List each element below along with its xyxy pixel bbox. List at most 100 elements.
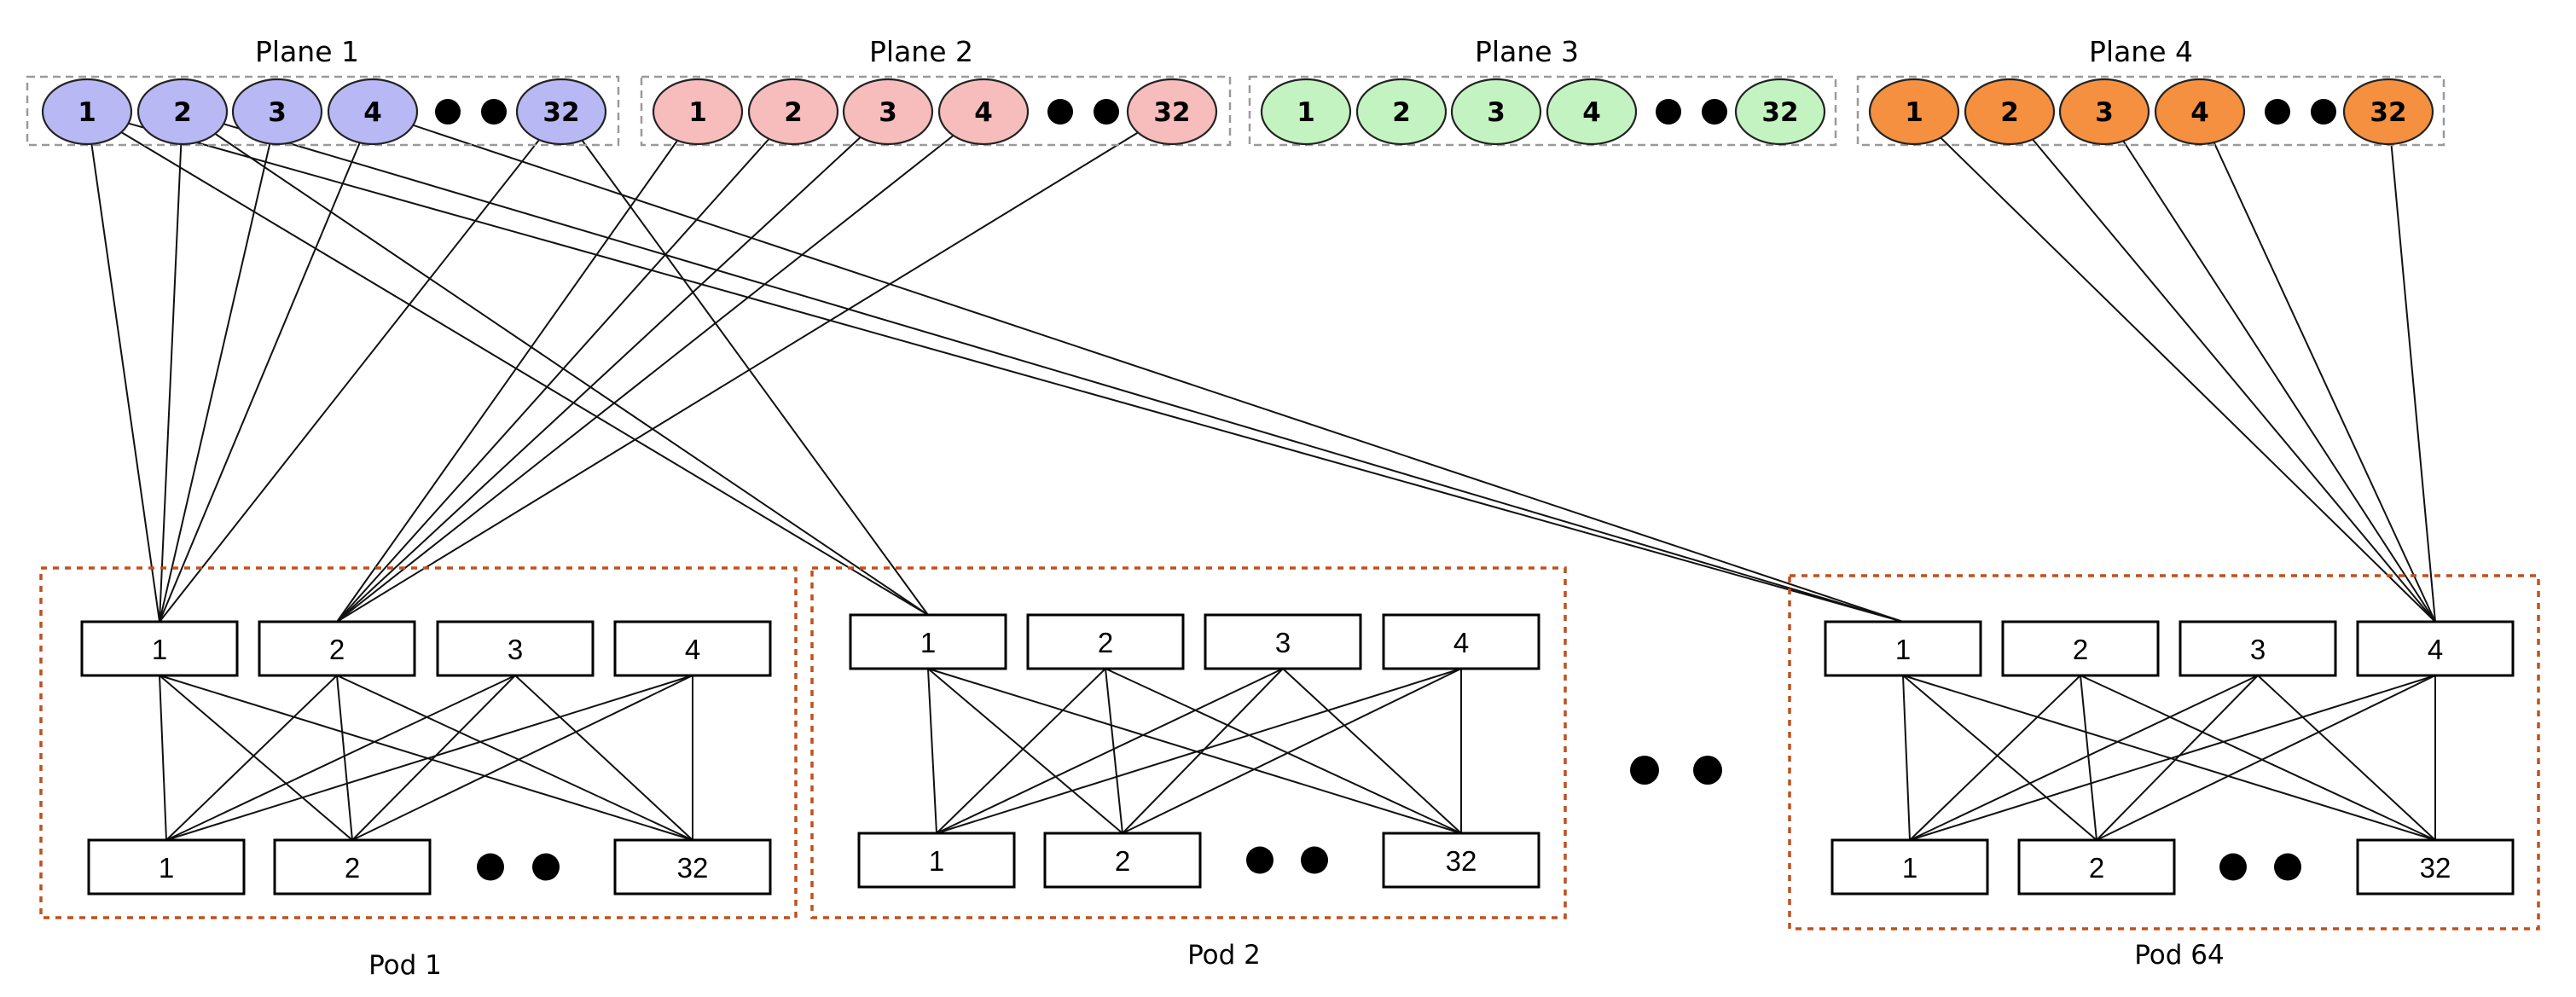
link-plane1-pod64 [372, 111, 1904, 623]
fabric-switch: 4 [2356, 620, 2515, 677]
spine-node: 4 [1546, 78, 1638, 146]
spine-node: 2 [747, 78, 839, 146]
ellipsis-dot [1246, 846, 1273, 874]
spine-node-label: 3 [1487, 97, 1506, 128]
link-pod-mesh [165, 675, 516, 841]
ellipsis-dot [477, 853, 504, 881]
spine-node: 32 [2342, 78, 2434, 146]
rack-switch-box [2017, 838, 2176, 896]
link-plane1-pod2 [86, 111, 929, 616]
fabric-switch: 2 [2001, 620, 2160, 677]
fabric-switch: 2 [258, 620, 416, 677]
ellipsis-dot [1693, 756, 1722, 785]
link-pod-mesh [514, 675, 693, 841]
spine-node-label: 4 [2190, 97, 2209, 128]
link-plane2-pod1 [336, 111, 984, 623]
spine-node-label: 3 [268, 97, 287, 128]
fabric-switch-box [2356, 620, 2515, 677]
fabric-switch-box [436, 620, 595, 677]
fabric-switch-box [80, 620, 239, 677]
plane-box [1248, 75, 1837, 147]
ellipsis-dot [435, 99, 461, 125]
link-plane4-pod64 [2199, 111, 2436, 623]
fabric-switch-label: 3 [508, 634, 523, 665]
rack-switch: 32 [1382, 832, 1540, 889]
rack-switch: 1 [87, 838, 246, 896]
link-pod-mesh [927, 668, 937, 834]
spine-node-ellipse [2058, 78, 2150, 146]
link-plane2-pod1 [336, 111, 889, 623]
spine-node-ellipse [1260, 78, 1352, 146]
rack-switch: 32 [2356, 838, 2515, 896]
rack-switch-label: 2 [1115, 845, 1130, 877]
rack-switch-label: 32 [1446, 845, 1477, 877]
link-pod-mesh [1902, 675, 2097, 841]
spine-node-label: 1 [78, 97, 96, 128]
ellipsis-dot [2265, 99, 2290, 125]
rack-switch-box [1043, 832, 1202, 889]
spine-node-ellipse [842, 78, 934, 146]
link-pod-mesh [351, 675, 516, 841]
spine-node-ellipse [1546, 78, 1638, 146]
link-pod-mesh [2080, 675, 2436, 841]
plane-box [26, 75, 620, 147]
plane-box [1856, 75, 2445, 147]
spine-node: 2 [1964, 78, 2056, 146]
ellipsis-dot [481, 99, 507, 125]
rack-switch-label: 32 [677, 852, 709, 884]
fabric-switch-box [1382, 613, 1540, 670]
spine-node-ellipse [231, 78, 323, 146]
plane-title: Plane 1 [255, 35, 359, 68]
rack-switch-box [87, 838, 246, 896]
link-pod-mesh [159, 675, 353, 841]
link-pod-mesh [2096, 675, 2436, 841]
rack-switch-box [273, 838, 432, 896]
plane-title: Plane 4 [2089, 35, 2193, 68]
link-plane1-pod1 [159, 111, 562, 623]
link-plane1-pod1 [159, 111, 374, 623]
spine-node-label: 2 [2000, 97, 2019, 128]
spine-node: 3 [2058, 78, 2150, 146]
link-pod-mesh [336, 675, 693, 841]
fabric-switch: 4 [1382, 613, 1540, 670]
spine-node-label: 3 [2095, 97, 2114, 128]
fabric-switch: 4 [613, 620, 772, 677]
spine-node: 2 [1355, 78, 1448, 146]
spine-node: 3 [231, 78, 323, 146]
spine-node-label: 1 [1905, 97, 1923, 128]
rack-switch-label: 2 [2089, 852, 2104, 884]
fabric-switch-box [1026, 613, 1185, 670]
fabric-switch: 1 [849, 613, 1007, 670]
spine-node: 2 [136, 78, 229, 146]
ellipsis-dot [1630, 756, 1659, 785]
ellipsis-dot [1094, 99, 1119, 125]
link-pod-mesh [927, 668, 1123, 834]
spine-node-ellipse [2342, 78, 2434, 146]
fabric-switch: 3 [2179, 620, 2337, 677]
spine-node: 4 [2154, 78, 2246, 146]
spine-node-label: 2 [784, 97, 803, 128]
rack-switch: 32 [613, 838, 772, 896]
spine-node: 4 [937, 78, 1030, 146]
spine-node-ellipse [747, 78, 839, 146]
link-plane4-pod64 [2009, 111, 2436, 623]
fabric-switch-label: 1 [1895, 634, 1911, 665]
link-pod-mesh [351, 675, 693, 841]
rack-switch: 2 [1043, 832, 1202, 889]
link-pod-mesh [1909, 675, 2436, 841]
link-pod-mesh [1105, 668, 1462, 834]
pod-ellipsis [1630, 756, 1722, 785]
spine-node-label: 32 [1761, 97, 1798, 128]
spine-node: 32 [1126, 78, 1218, 146]
link-pod-mesh [1122, 668, 1284, 834]
spine-node-label: 32 [542, 97, 579, 128]
fabric-switch-box [849, 613, 1007, 670]
fabric-switch-box [2001, 620, 2160, 677]
fabric-switch-label: 2 [1098, 627, 1113, 658]
spine-node: 32 [1734, 78, 1826, 146]
pod-box [810, 566, 1567, 919]
spine-node: 1 [41, 78, 133, 146]
plane-box [640, 75, 1232, 147]
link-pod-mesh [936, 668, 1106, 834]
